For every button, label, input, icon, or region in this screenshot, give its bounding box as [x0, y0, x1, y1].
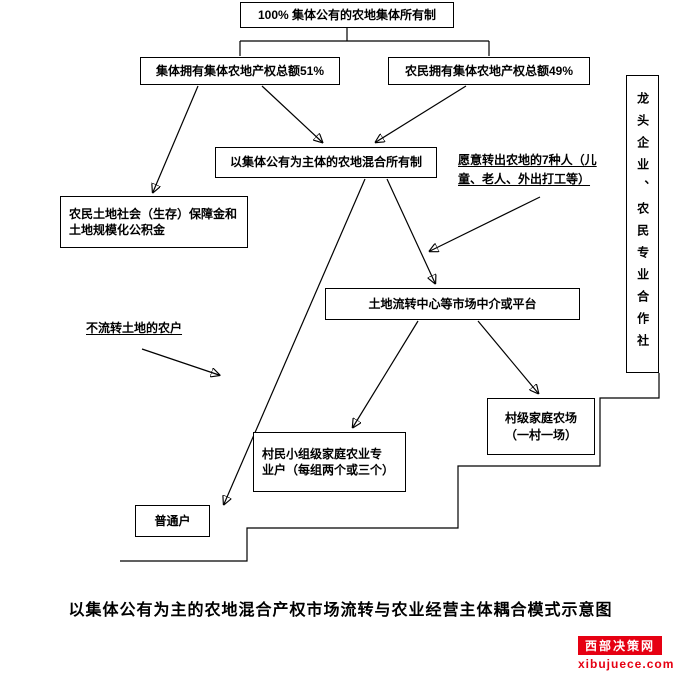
arrow-mixed-to-transfer-center — [386, 178, 435, 283]
node-leading-enterprise-coop: 龙头企业、农民专业合作社 — [626, 75, 659, 373]
arrow-collective-to-mixed — [261, 85, 322, 142]
node-land-transfer-center: 土地流转中心等市场中介或平台 — [325, 288, 580, 320]
node-group-specialized-household: 村民小组级家庭农业专 业户（每组两个或三个） — [253, 432, 406, 492]
arrow-center-to-village-farm — [477, 320, 538, 393]
label-non-transfer-households: 不流转土地的农户 — [86, 321, 183, 335]
node-farmer-share-49: 农民拥有集体农地产权总额49% — [388, 57, 590, 85]
watermark-banner: 西部决策网 — [578, 636, 662, 655]
node-collective-share-51: 集体拥有集体农地产权总额51% — [140, 57, 340, 85]
node-ordinary-household: 普通户 — [135, 505, 210, 537]
node-mixed-ownership: 以集体公有为主体的农地混合所有制 — [215, 147, 437, 178]
arrow-center-to-group-household — [353, 320, 419, 427]
arrow-non-transfer-label — [141, 348, 219, 375]
diagram-caption: 以集体公有为主的农地混合产权市场流转与农业经营主体耦合模式示意图 — [68, 602, 613, 619]
arrow-seven-kinds-label — [430, 196, 541, 251]
arrow-farmer-to-mixed — [376, 85, 467, 142]
watermark-url: xibujuece.com — [578, 657, 675, 671]
node-security-fund: 农民土地社会（生存）保障金和 土地规模化公积金 — [60, 196, 248, 248]
node-village-family-farm: 村级家庭农场 （一村一场） — [487, 398, 595, 455]
split-connector — [239, 28, 490, 56]
label-seven-kinds-transfer: 愿意转出农地的7种人（儿 童、老人、外出打工等） — [458, 153, 597, 186]
arrow-collective-to-fund — [153, 85, 199, 192]
node-total-collective-ownership: 100% 集体公有的农地集体所有制 — [240, 2, 454, 28]
